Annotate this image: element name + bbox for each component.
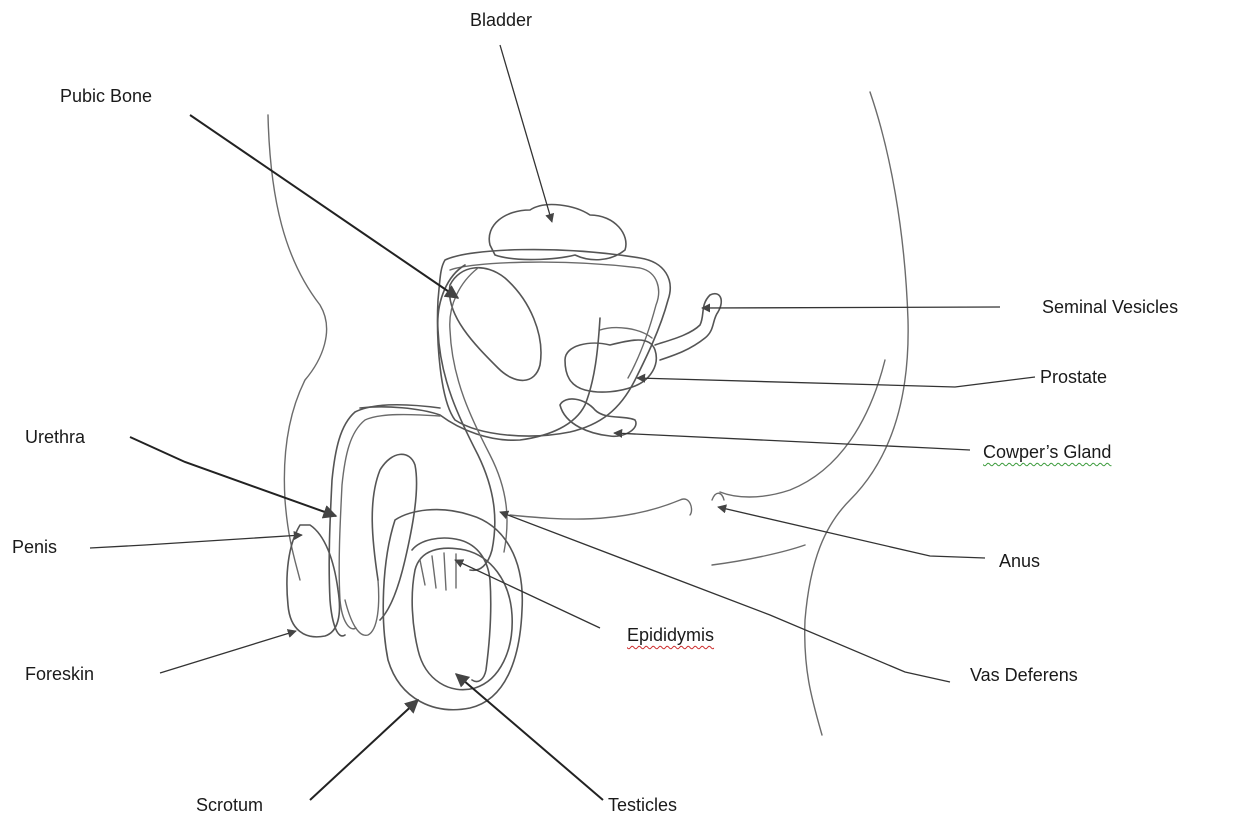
leader-cowpers-gland: [614, 433, 970, 450]
leader-testicles: [456, 674, 603, 800]
prostate-inner: [600, 328, 652, 338]
anus-notch: [712, 493, 724, 500]
label-vas-deferens: Vas Deferens: [970, 665, 1078, 685]
pubic-inner: [450, 262, 659, 378]
leader-seminal-vesicles: [702, 307, 1000, 308]
leader-bladder: [500, 45, 552, 222]
label-anus: Anus: [999, 551, 1040, 571]
label-pubic-bone: Pubic Bone: [60, 86, 152, 106]
label-seminal-vesicles: Seminal Vesicles: [1042, 297, 1178, 317]
label-epididymis: Epididymis: [627, 625, 714, 645]
leader-urethra: [130, 437, 336, 516]
vas-deferens-tube-2: [450, 268, 507, 552]
leader-pubic-bone: [190, 115, 458, 298]
scrotum-shape: [383, 510, 522, 710]
anus-curve: [712, 545, 805, 565]
cowpers-gland-shape: [560, 399, 636, 436]
leader-foreskin: [160, 631, 296, 673]
leader-epididymis: [455, 560, 600, 628]
label-foreskin: Foreskin: [25, 664, 94, 684]
leader-penis: [90, 535, 302, 548]
label-cowpers-gland: Cowper’s Gland: [983, 442, 1111, 462]
penis-shaft-inner: [339, 415, 440, 629]
leader-prostate: [637, 377, 1035, 387]
label-scrotum: Scrotum: [196, 795, 263, 815]
pubic-outline: [438, 250, 671, 436]
label-penis: Penis: [12, 537, 57, 557]
glans-shape: [287, 525, 340, 637]
back-body-outline: [805, 92, 908, 735]
vas-deferens-tube: [438, 265, 495, 570]
urethra-internal: [360, 318, 600, 440]
label-urethra: Urethra: [25, 427, 85, 447]
leader-anus: [718, 507, 985, 558]
label-prostate: Prostate: [1040, 367, 1107, 387]
label-testicles: Testicles: [608, 795, 677, 815]
leader-vas-deferens: [500, 512, 950, 682]
epididymis-shape: [412, 538, 491, 681]
testicle-shape: [412, 548, 512, 690]
seminal-vesicle-shape: [655, 294, 721, 360]
bladder-shape: [489, 205, 626, 260]
label-bladder: Bladder: [470, 10, 532, 30]
leader-scrotum: [310, 700, 418, 800]
epididymis-coils: [420, 553, 456, 590]
perineum-curve: [510, 499, 692, 519]
